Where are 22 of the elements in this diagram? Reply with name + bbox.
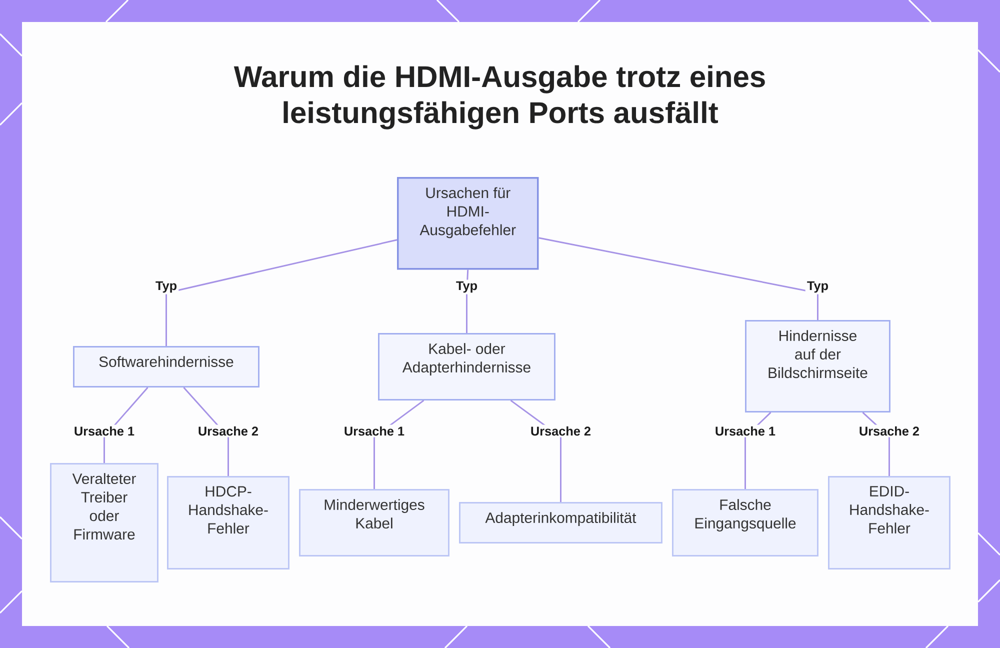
edge-label: Ursache 1 — [342, 424, 406, 438]
edge-label: Typ — [454, 280, 480, 294]
edge-label: Typ — [805, 280, 830, 294]
edge-label: Ursache 1 — [713, 424, 778, 438]
edge-label: Ursache 2 — [528, 424, 593, 438]
title: Warum die HDMI-Ausgabe trotz eines leistungsfähigen Ports ausfällt — [234, 65, 765, 130]
category-box: Kabel- oder Adapterhindernisse — [378, 333, 556, 400]
edge-label: Ursache 2 — [857, 424, 922, 438]
connector-line — [166, 239, 398, 346]
category-box: Hindernisse auf der Bildschirmseite — [745, 320, 890, 412]
connector-line — [538, 237, 818, 320]
cause-box: HDCP-Handshake-Fehler — [167, 476, 290, 570]
category-box: Softwarehindernisse — [73, 346, 260, 388]
cause-box: EDID-Handshake-Fehler — [828, 476, 950, 570]
edge-label: Ursache 2 — [196, 424, 260, 438]
cause-box: Falsche Eingangsquelle — [672, 489, 818, 556]
edge-label: Typ — [154, 280, 179, 294]
edge-label: Ursache 1 — [72, 424, 136, 438]
cause-box: Veralteter Treiber oder Firmware — [50, 463, 158, 582]
root-box: Ursachen für HDMI-Ausgabefehler — [397, 177, 539, 270]
cause-box: Adapterinkompatibilität — [459, 502, 662, 544]
cause-box: Minderwertiges Kabel — [299, 489, 450, 556]
